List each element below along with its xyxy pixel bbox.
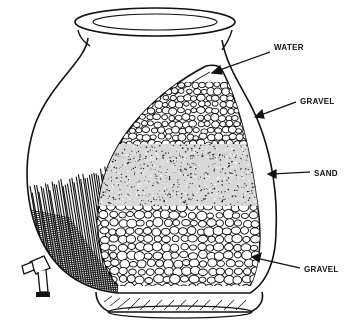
jar-rim-outer: [75, 8, 235, 36]
tap: [22, 256, 50, 297]
gravel-bottom-layer: [90, 202, 271, 293]
label-sand: SAND: [314, 169, 338, 178]
label-gravel-bottom: GRAVEL: [304, 265, 339, 274]
label-water: WATER: [274, 43, 304, 52]
label-gravel-top: GRAVEL: [300, 97, 335, 106]
sand-layer: [89, 143, 270, 206]
